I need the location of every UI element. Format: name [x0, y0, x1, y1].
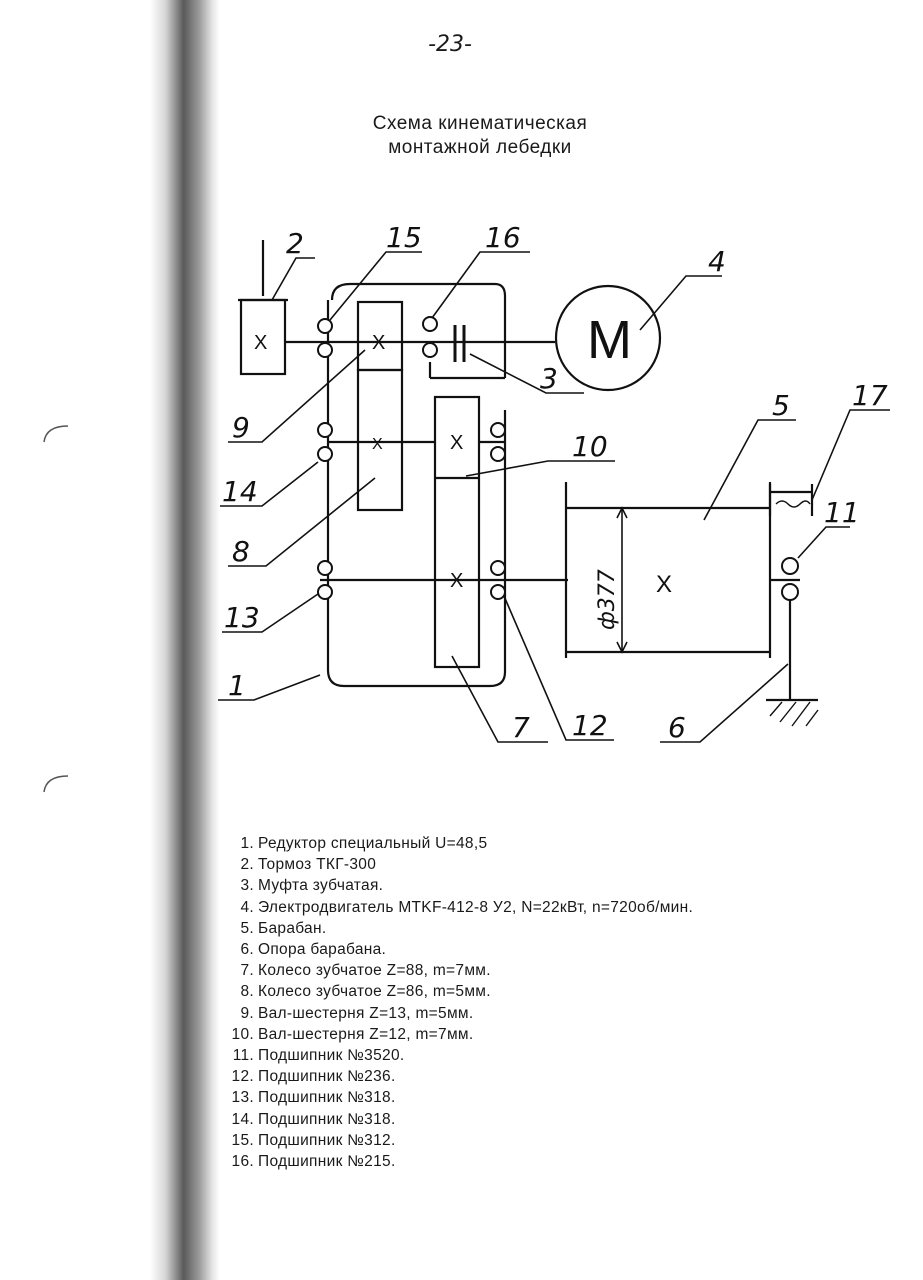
legend-text: Подшипник №215. — [258, 1153, 396, 1171]
legend-number: 4. — [240, 898, 254, 916]
legend-number: 3. — [240, 877, 254, 895]
legend-item: 2.Тормоз ТКГ-300 — [218, 854, 818, 875]
callout-11: 11 — [824, 496, 860, 529]
bearing-10-upper — [490, 422, 506, 438]
gear-8 — [356, 368, 404, 512]
callout-13: 13 — [224, 601, 260, 634]
legend-item: 1.Редуктор специальный U=48,5 — [218, 833, 818, 854]
callout-4: 4 — [708, 245, 726, 278]
motor-symbol: M — [587, 310, 632, 370]
bearing-14-lower — [317, 446, 333, 462]
legend-text: Тормоз ТКГ-300 — [258, 856, 377, 874]
callout-17: 17 — [852, 379, 888, 412]
legend-text: Вал-шестерня Z=13, m=5мм. — [258, 1004, 474, 1022]
kinematic-diagram: 15 16 2 4 3 9 10 14 8 5 17 11 13 1 7 12 … — [218, 221, 890, 744]
legend-number: 11. — [232, 1047, 254, 1065]
callout-8: 8 — [232, 535, 250, 568]
legend-text: Подшипник №236. — [258, 1068, 396, 1086]
legend-text: Подшипник №318. — [258, 1089, 396, 1107]
legend-text: Подшипник №318. — [258, 1110, 396, 1128]
callout-10: 10 — [572, 430, 608, 463]
legend-number: 5. — [240, 919, 254, 937]
title-line-1: Схема кинематическая — [372, 113, 588, 134]
punch-hole-top — [43, 425, 69, 443]
legend-number: 2. — [240, 856, 254, 874]
legend-item: 8.Колесо зубчатое Z=86, m=5мм. — [218, 981, 818, 1002]
legend-text: Редуктор специальный U=48,5 — [258, 835, 488, 852]
bearing-15-lower — [317, 342, 333, 358]
legend-item: 5.Барабан. — [218, 918, 818, 939]
legend-text: Колесо зубчатое Z=88, m=7мм. — [258, 962, 491, 980]
punch-hole-bottom — [43, 775, 69, 793]
bearing-13-lower — [317, 584, 333, 600]
legend-item: 14.Подшипник №318. — [218, 1109, 818, 1130]
title-line-2: монтажной лебедки — [388, 137, 572, 158]
legend-text: Электродвигатель MTKF-412-8 У2, N=22кВт,… — [258, 898, 694, 916]
shaft-mark-8: X — [372, 436, 383, 453]
legend-number: 13. — [231, 1089, 254, 1107]
legend-item: 7.Колесо зубчатое Z=88, m=7мм. — [218, 960, 818, 981]
bearing-12-upper — [490, 560, 506, 576]
legend-number: 14. — [231, 1110, 254, 1128]
gearbox-housing — [326, 282, 507, 688]
legend-number: 12. — [231, 1068, 254, 1086]
callout-3: 3 — [540, 362, 558, 395]
legend-item: 15.Подшипник №312. — [218, 1130, 818, 1151]
shaft-mark-9: X — [372, 332, 385, 354]
legend-text: Колесо зубчатое Z=86, m=5мм. — [258, 983, 491, 1001]
page-title: Схема кинематическая монтажной лебедки — [320, 112, 640, 160]
callout-2: 2 — [286, 227, 304, 260]
bearing-10-lower — [490, 446, 506, 462]
legend-item: 16.Подшипник №215. — [218, 1151, 818, 1172]
callout-7: 7 — [512, 711, 530, 744]
legend-number: 10. — [231, 1025, 254, 1043]
legend-number: 1. — [240, 835, 254, 852]
legend-item: 12.Подшипник №236. — [218, 1066, 818, 1087]
bearing-16-upper — [422, 316, 438, 332]
bearing-11-lower — [781, 583, 799, 601]
shaft-mark-drum: X — [656, 571, 672, 598]
callout-9: 9 — [232, 411, 250, 444]
legend-item: 13.Подшипник №318. — [218, 1087, 818, 1108]
callout-5: 5 — [772, 389, 790, 422]
callout-1: 1 — [228, 669, 246, 702]
shaft-mark-10: X — [450, 432, 463, 454]
bearing-15-upper — [317, 318, 333, 334]
legend-number: 8. — [240, 983, 254, 1001]
legend-text: Барабан. — [258, 919, 327, 937]
callout-12: 12 — [572, 709, 608, 742]
legend-text: Подшипник №312. — [258, 1131, 396, 1149]
legend-item: 3.Муфта зубчатая. — [218, 875, 818, 896]
legend-text: Вал-шестерня Z=12, m=7мм. — [258, 1025, 474, 1043]
page-number: -23- — [428, 32, 472, 57]
bearing-14-upper — [317, 422, 333, 438]
legend-text: Муфта зубчатая. — [258, 877, 384, 895]
electric-motor — [554, 284, 662, 392]
legend-text: Опора барабана. — [258, 941, 387, 959]
legend-text: Подшипник №3520. — [258, 1047, 405, 1065]
legend-number: 16. — [231, 1153, 254, 1171]
legend-number: 15. — [231, 1131, 254, 1149]
legend-item: 10.Вал-шестерня Z=12, m=7мм. — [218, 1024, 818, 1045]
callout-14: 14 — [222, 475, 258, 508]
legend-item: 9.Вал-шестерня Z=13, m=5мм. — [218, 1003, 818, 1024]
bearing-16-lower — [422, 342, 438, 358]
drum-diameter: ф377 — [595, 569, 620, 630]
bearing-13-upper — [317, 560, 333, 576]
callout-15: 15 — [386, 221, 422, 254]
shaft-mark-7: X — [450, 570, 463, 592]
callout-6: 6 — [668, 711, 686, 744]
callout-16: 16 — [485, 221, 521, 254]
legend-number: 7. — [240, 962, 254, 980]
binding-shadow — [150, 0, 220, 1280]
legend-item: 4.Электродвигатель MTKF-412-8 У2, N=22кВ… — [218, 897, 818, 918]
legend-item: 11.Подшипник №3520. — [218, 1045, 818, 1066]
legend-number: 6. — [240, 941, 254, 959]
legend-number: 9. — [240, 1004, 254, 1022]
bearing-11-upper — [781, 557, 799, 575]
legend-item: 6.Опора барабана. — [218, 939, 818, 960]
shaft-mark-brake: X — [254, 332, 267, 354]
bearing-12-lower — [490, 584, 506, 600]
